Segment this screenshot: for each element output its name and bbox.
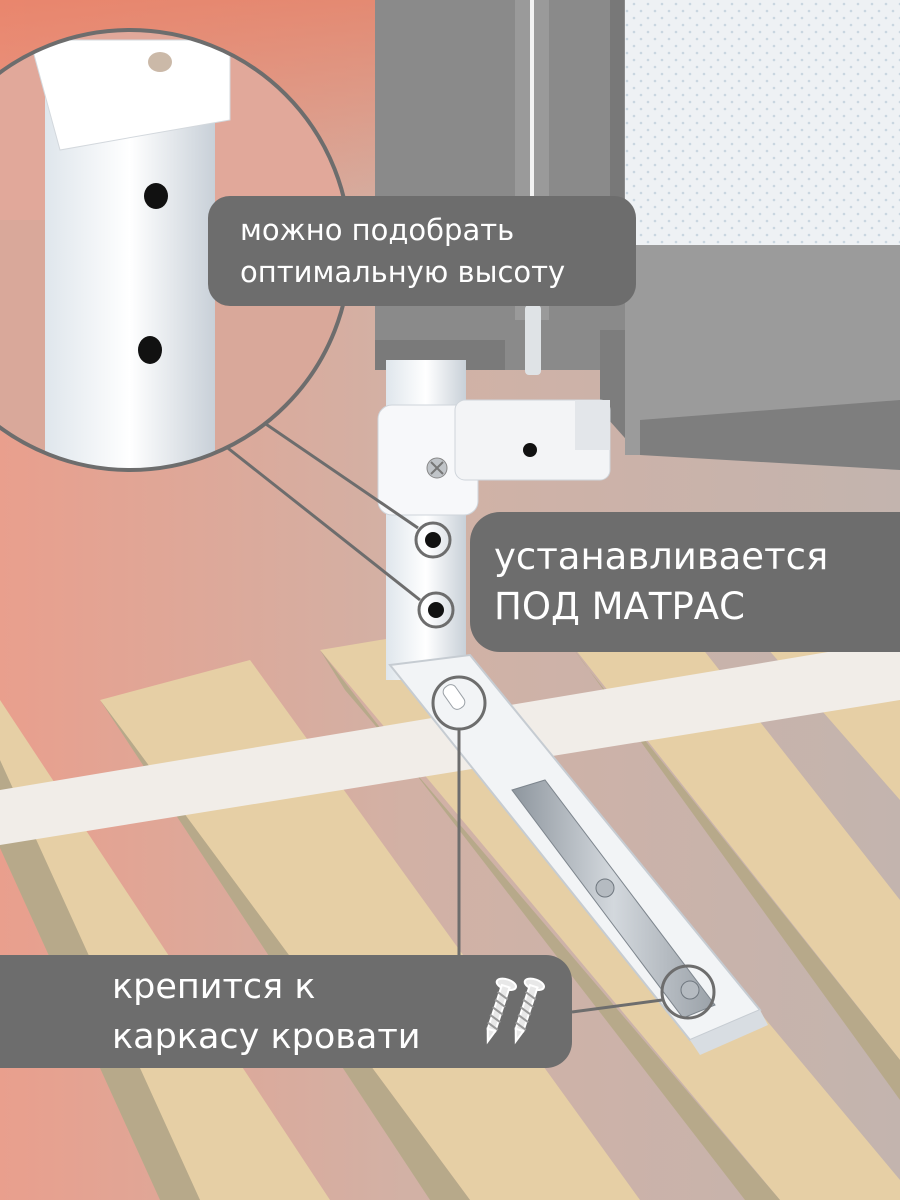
mesh-panel [625,0,900,245]
callout-mattress-line1: устанавливается [494,535,829,578]
height-hole [428,602,444,618]
hole-ring [417,591,455,629]
zoomed-hole [144,183,168,209]
callout-bed-frame: крепится к каркасу кровати [0,955,572,1068]
callout-height-line1: можно подобрать [240,213,515,247]
zoomed-hole [138,336,162,364]
tube-connector [377,399,611,516]
zoomed-tube [45,90,215,470]
hole-ring [414,521,452,559]
leader-lines [204,403,663,1014]
callout-mattress-line2: ПОД МАТРАС [494,585,745,628]
callout-height-line2: оптимальную высоту [240,255,566,289]
slat-shadow [100,700,470,1200]
crossbar [0,640,900,845]
slat-shadow [560,630,900,1100]
base-bracket [388,653,768,1055]
guard-panel [375,0,900,470]
height-hole [425,532,441,548]
steel-plate [511,779,716,1019]
screws-icon [486,977,545,1045]
callout-frame-line2: каркасу кровати [112,1016,421,1057]
callout-adjustable-height: можно подобрать оптимальную высоту [208,196,636,306]
mount-ring [660,964,716,1020]
callout-under-mattress: устанавливается ПОД МАТРАС [470,512,900,652]
callout-frame-line1: крепится к [112,966,316,1007]
